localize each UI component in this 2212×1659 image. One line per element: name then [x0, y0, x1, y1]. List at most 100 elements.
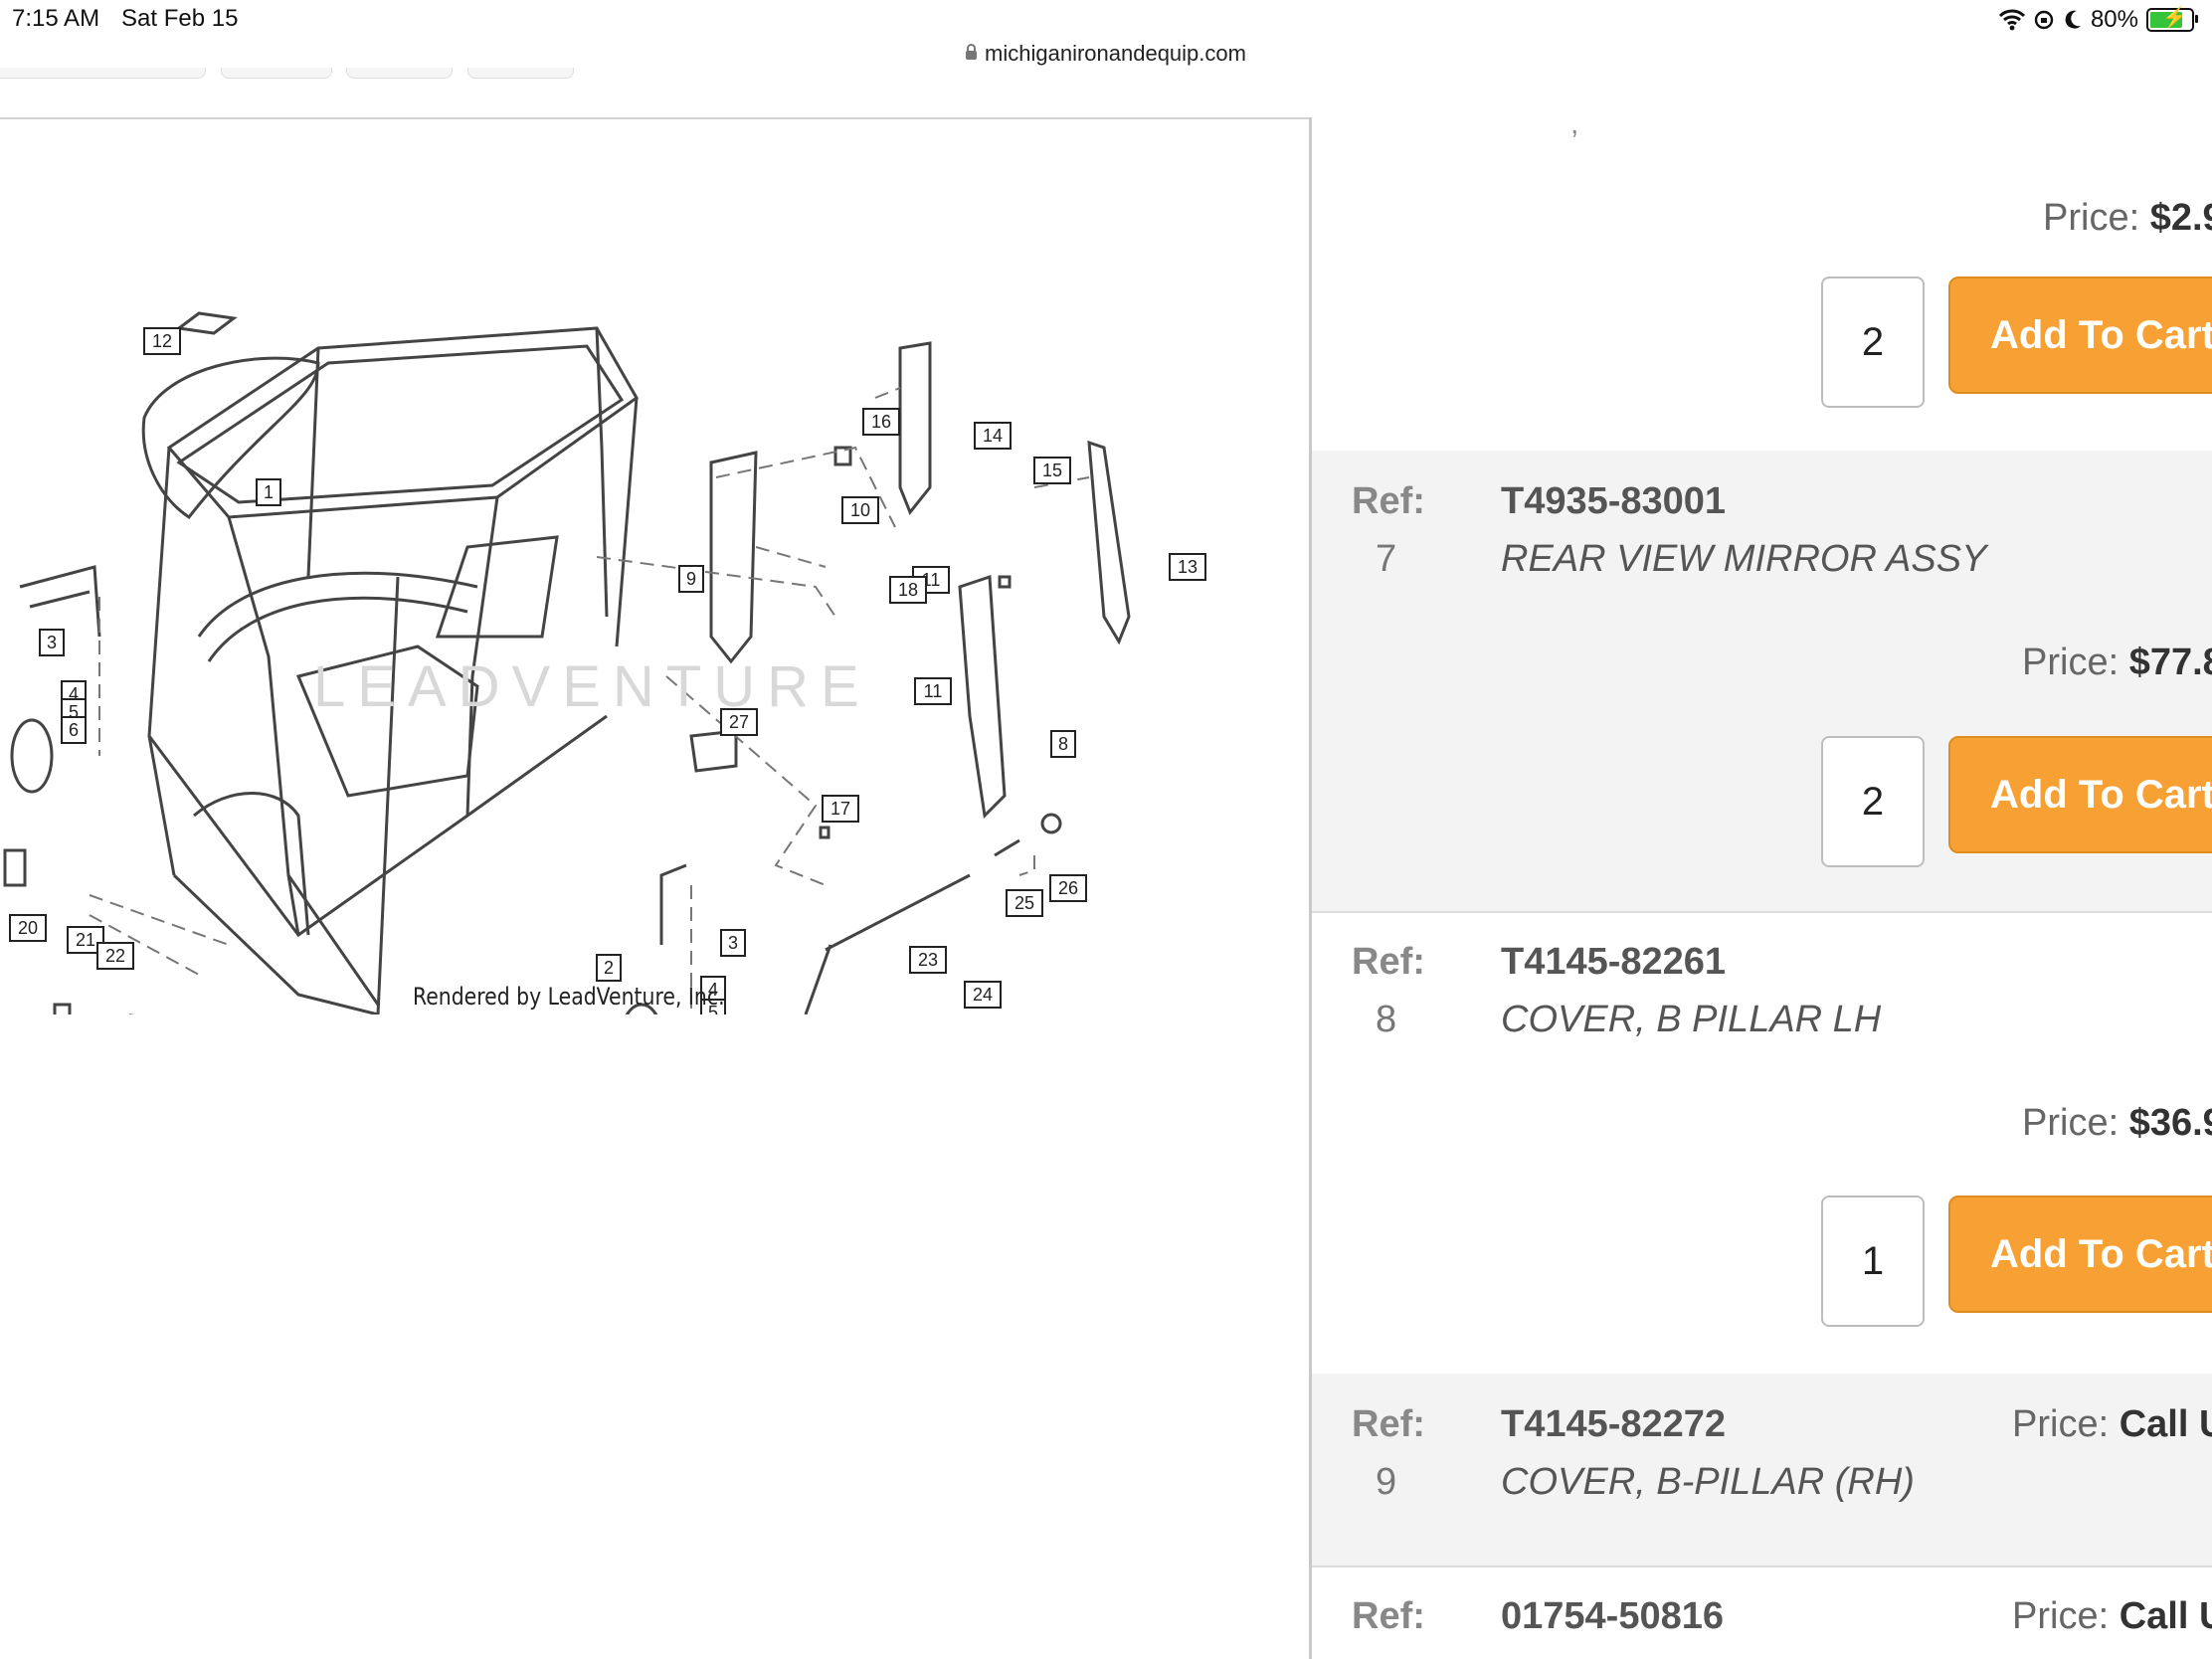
svg-text:12: 12	[152, 331, 172, 351]
part-price: Price: Call U	[2012, 1403, 2212, 1445]
svg-text:9: 9	[686, 569, 696, 589]
svg-text:18: 18	[898, 580, 918, 600]
svg-text:17: 17	[830, 799, 850, 819]
nav-tabs-strip	[0, 68, 597, 80]
add-to-cart-button[interactable]: Add To Cart	[1948, 1196, 2212, 1313]
status-bar: 7:15 AM Sat Feb 15 80% ⚡	[0, 0, 2212, 40]
part-row: Ref: 9 T4145-82272 COVER, B-PILLAR (RH) …	[1312, 1374, 2212, 1567]
part-row: Ref: 01754-50816 Price: Call U	[1312, 1566, 2212, 1659]
callout-20: 20	[9, 914, 47, 942]
callout-26: 26	[1049, 874, 1087, 902]
callout-24: 24	[964, 981, 1002, 1009]
nav-tab[interactable]	[346, 68, 453, 79]
svg-text:3: 3	[47, 633, 57, 652]
ref-label: Ref:	[1352, 941, 1425, 983]
callout-11: 11	[914, 677, 952, 705]
callout-15: 15	[1033, 457, 1071, 484]
svg-text:5: 5	[708, 1003, 718, 1014]
part-description: REAR VIEW MIRROR ASSY	[1501, 538, 1987, 580]
part-number[interactable]: T4145-82272	[1501, 1403, 1727, 1445]
svg-text:8: 8	[1058, 734, 1068, 754]
quantity-input[interactable]: 2	[1821, 276, 1925, 408]
svg-text:23: 23	[918, 950, 938, 970]
callout-4: 4	[700, 976, 726, 1004]
moon-icon	[2065, 10, 2081, 29]
parts-list-panel: , Price: $2.9 2 Add To Cart Ref: 7 T4935…	[1309, 117, 2212, 1659]
callout-2: 2	[596, 954, 622, 982]
ref-label: Ref:	[1352, 1595, 1425, 1637]
lock-icon	[966, 44, 978, 60]
svg-text:3: 3	[728, 933, 738, 953]
svg-text:6: 6	[69, 720, 79, 740]
svg-text:11: 11	[924, 681, 943, 701]
nav-tab[interactable]	[467, 68, 574, 79]
nav-tab[interactable]	[0, 68, 206, 79]
callout-3: 3	[720, 929, 746, 957]
callout-9: 9	[678, 565, 704, 593]
nav-tab[interactable]	[221, 68, 332, 79]
svg-text:2: 2	[604, 958, 614, 978]
svg-text:13: 13	[1178, 557, 1198, 577]
svg-text:5: 5	[69, 702, 79, 722]
part-price: Price: $77.8	[2022, 642, 2212, 683]
quantity-input[interactable]: 2	[1821, 736, 1925, 867]
part-number[interactable]: T4145-82261	[1501, 941, 1727, 983]
svg-text:21: 21	[76, 930, 95, 950]
part-number[interactable]: 01754-50816	[1501, 1595, 1724, 1637]
callout-16: 16	[862, 408, 900, 436]
callout-3: 3	[39, 629, 65, 656]
callout-6: 6	[61, 716, 87, 744]
part-price: Price: $36.9	[2022, 1102, 2212, 1144]
charging-icon: ⚡	[2162, 7, 2187, 29]
svg-text:22: 22	[105, 946, 125, 966]
parts-diagram: LEADVENTURE 1233445566789101111121314151…	[0, 119, 1311, 1659]
status-date: Sat Feb 15	[121, 5, 239, 32]
callout-12: 12	[143, 327, 181, 355]
callout-22: 22	[96, 942, 134, 970]
callout-25: 25	[1006, 889, 1043, 917]
ref-number: 8	[1376, 999, 1397, 1040]
svg-text:14: 14	[983, 426, 1003, 446]
address-bar[interactable]: michiganironandequip.com	[0, 40, 2212, 78]
ref-number: 7	[1376, 538, 1397, 580]
svg-text:15: 15	[1042, 461, 1062, 480]
svg-text:16: 16	[871, 412, 891, 432]
callout-23: 23	[909, 946, 947, 974]
part-description: COVER, B PILLAR LH	[1501, 999, 1882, 1040]
status-indicators: 80% ⚡	[1998, 4, 2198, 36]
callout-1: 1	[256, 478, 281, 506]
add-to-cart-button[interactable]: Add To Cart	[1948, 276, 2212, 394]
quantity-input[interactable]: 1	[1821, 1196, 1925, 1327]
svg-text:10: 10	[850, 500, 870, 520]
ref-label: Ref:	[1352, 1403, 1425, 1445]
callout-8: 8	[1050, 730, 1076, 758]
part-row: Ref: 8 T4145-82261 COVER, B PILLAR LH Pr…	[1312, 911, 2212, 1376]
svg-text:4: 4	[69, 684, 79, 704]
orientation-lock-icon	[2034, 10, 2054, 30]
ref-label: Ref:	[1352, 480, 1425, 522]
svg-text:25: 25	[1014, 893, 1034, 913]
svg-text:27: 27	[729, 712, 749, 732]
callout-18: 18	[889, 576, 927, 604]
cab-frame-diagram: LEADVENTURE 1233445566789101111121314151…	[3, 311, 1206, 1014]
wifi-icon	[1998, 9, 2025, 31]
part-row: Ref: 7 T4935-83001 REAR VIEW MIRROR ASSY…	[1312, 451, 2212, 913]
url-text: michiganironandequip.com	[985, 41, 1246, 66]
page-divider	[0, 117, 1311, 119]
part-row: Price: $2.9 2 Add To Cart	[1312, 117, 2212, 453]
battery-level	[2150, 12, 2182, 28]
callout-27: 27	[720, 708, 758, 736]
add-to-cart-button[interactable]: Add To Cart	[1948, 736, 2212, 853]
diagram-credit: Rendered by LeadVenture, Inc.	[413, 983, 725, 1011]
part-price: Price: $2.9	[2043, 197, 2212, 239]
svg-text:1: 1	[264, 482, 274, 502]
part-number[interactable]: T4935-83001	[1501, 480, 1727, 522]
battery-percent: 80%	[2090, 6, 2138, 33]
ref-number: 9	[1376, 1461, 1397, 1503]
part-price: Price: Call U	[2012, 1595, 2212, 1637]
top-fragment: ,	[1570, 117, 1579, 140]
callout-13: 13	[1169, 553, 1206, 581]
callout-10: 10	[841, 496, 879, 524]
svg-text:20: 20	[18, 918, 38, 938]
status-time: 7:15 AM	[12, 5, 100, 32]
